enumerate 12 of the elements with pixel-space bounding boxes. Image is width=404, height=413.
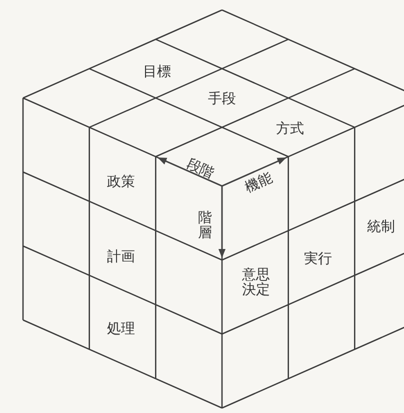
axis-label: 方式 [276,122,304,138]
axis-label: 手段 [208,92,236,108]
axis-label: 処理 [107,322,135,338]
axis-label: 目標 [143,65,171,81]
axis-label: 機能 [243,171,275,197]
axis-label: 実行 [304,252,332,268]
axis-label: 計画 [107,250,135,266]
axis-label: 階層 [198,210,212,242]
axis-label: 政策 [107,175,135,191]
axis-label: 統制 [367,220,395,236]
axis-label: 段階 [184,157,216,183]
axis-label: 意思決定 [242,268,270,298]
